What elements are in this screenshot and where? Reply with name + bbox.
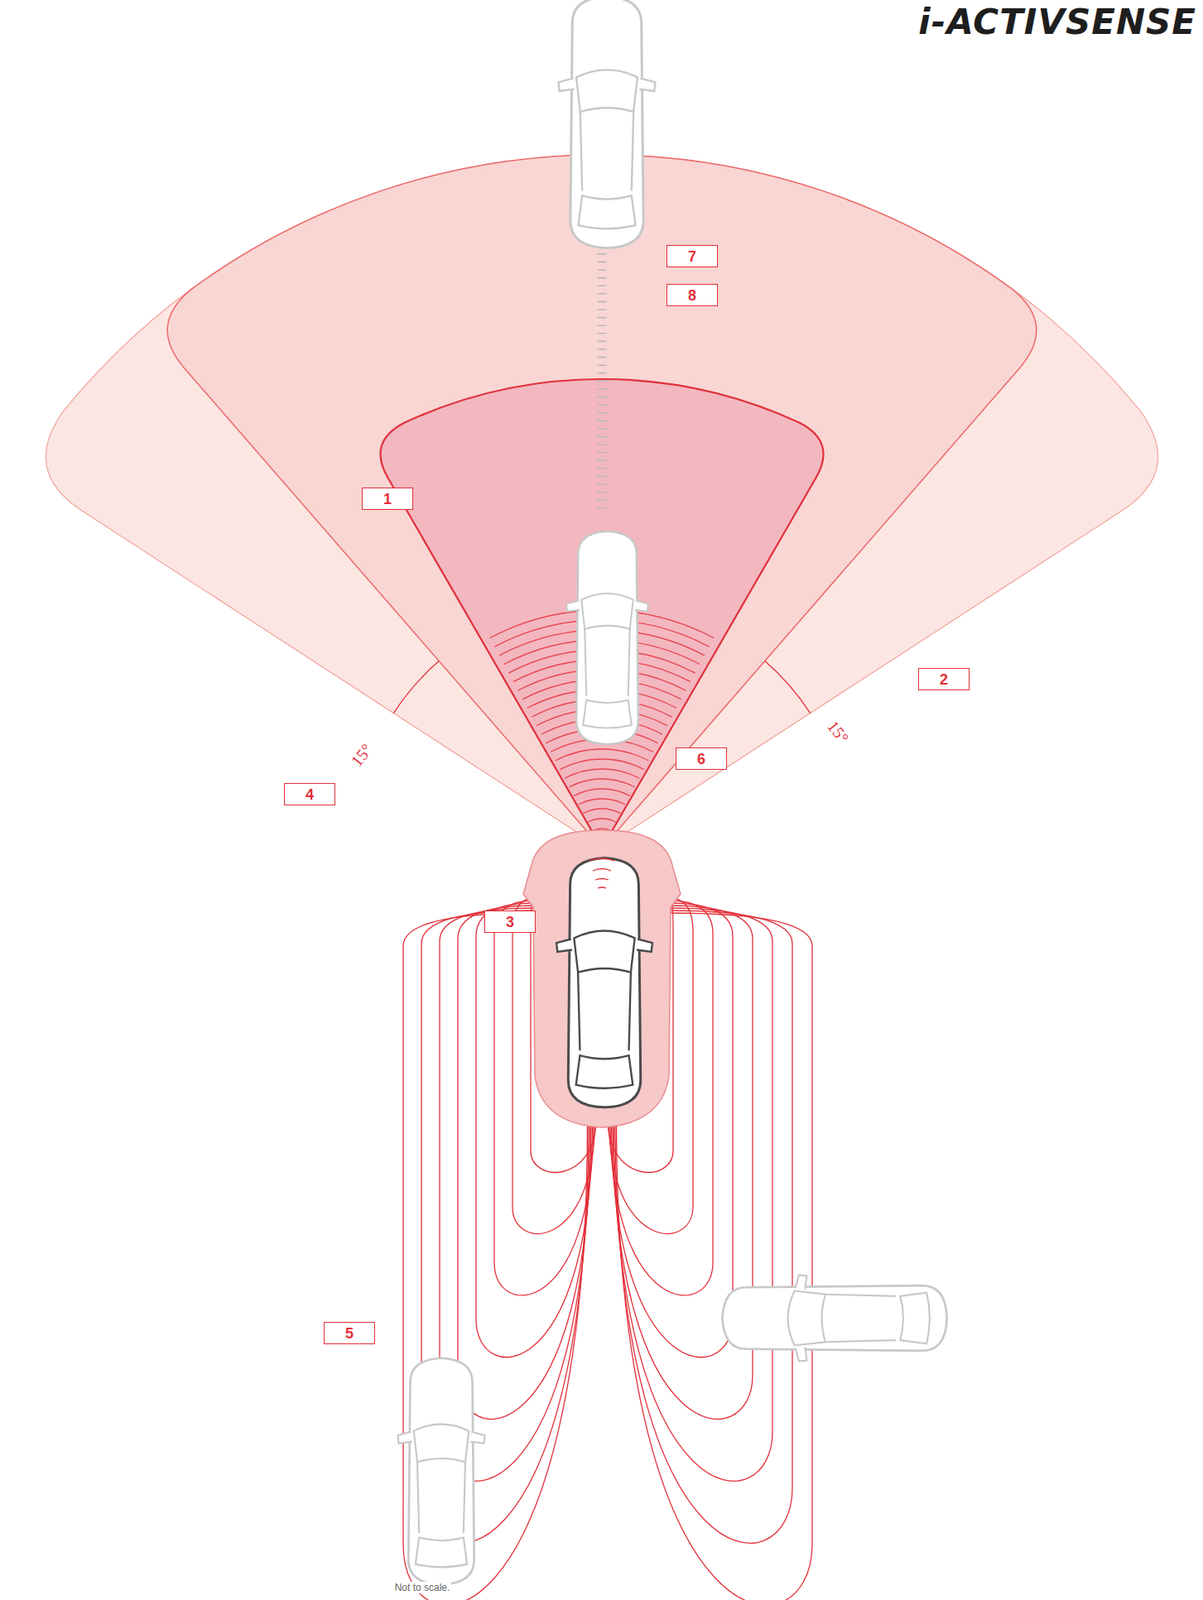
- callout-box: 2: [918, 668, 970, 691]
- callout-number: 2: [939, 672, 948, 688]
- radar-wave: [582, 808, 621, 814]
- callout-box: 4: [283, 783, 336, 806]
- radar-wave: [587, 818, 616, 823]
- radar-wave: [573, 789, 631, 796]
- radar-zone: [380, 379, 823, 849]
- front-sensor-halo: [523, 830, 681, 1128]
- callout-box: 6: [675, 747, 727, 770]
- callout-box: 8: [666, 283, 718, 307]
- callout-number: 8: [688, 288, 697, 304]
- callout-number: 7: [688, 249, 697, 265]
- own-vehicle: [556, 857, 653, 1107]
- callout-box: 1: [361, 487, 414, 511]
- callout-number: 3: [505, 914, 515, 930]
- angle-label: 15°: [346, 740, 376, 770]
- brand-title: i-ACTIVSENSE: [918, 1, 1197, 43]
- lead-vehicle: [566, 531, 649, 745]
- callout-number: 1: [383, 491, 392, 507]
- front-sensor-waves: [589, 858, 615, 889]
- radar-wave: [555, 749, 650, 761]
- parked-vehicle: [397, 1358, 485, 1586]
- radar-wave: [569, 779, 636, 788]
- radar-wave: [578, 798, 626, 805]
- radar-wave: [564, 769, 640, 779]
- lead-vehicle-far: [558, 0, 656, 249]
- callout-number: 5: [345, 1326, 354, 1342]
- callout-number: 6: [697, 751, 706, 767]
- callout-box: 3: [484, 910, 536, 934]
- callout-number: 4: [305, 787, 314, 803]
- distance-ladder: [597, 253, 607, 512]
- wide-detection-zone: [45, 154, 1158, 849]
- crossing-vehicle: [721, 1275, 947, 1362]
- callout-box: 5: [323, 1322, 376, 1345]
- angle-label: 15°: [822, 716, 852, 747]
- radar-wave: [559, 759, 644, 770]
- detection-zone: [167, 154, 1037, 849]
- scale-note: Not to scale.: [393, 1582, 453, 1594]
- callout-box: 7: [666, 245, 718, 268]
